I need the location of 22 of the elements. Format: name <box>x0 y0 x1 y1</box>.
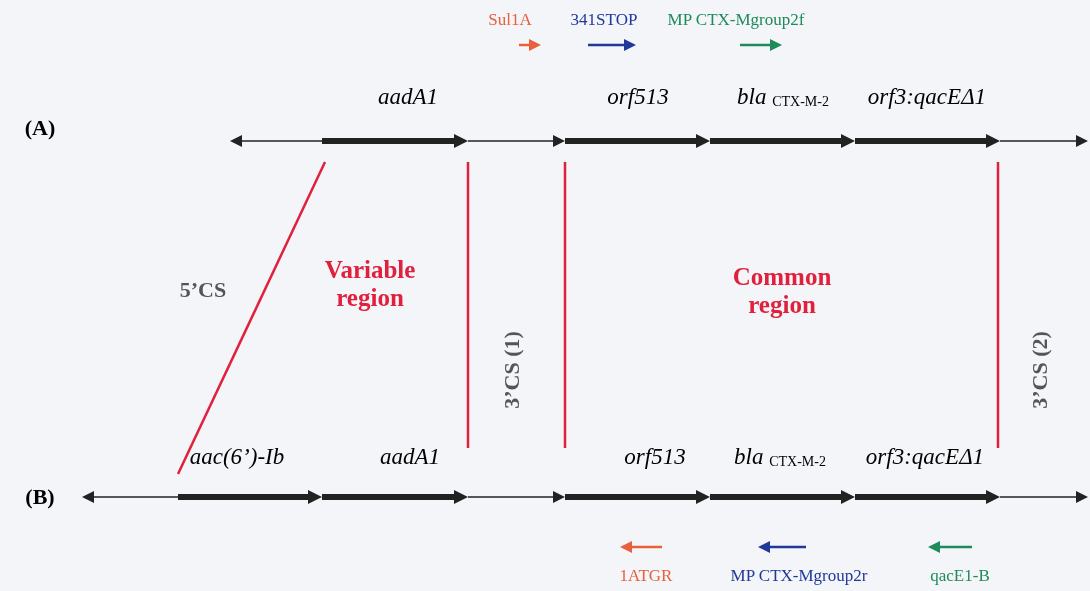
gene-name: orf513 <box>607 84 669 110</box>
region-label: 3’CS (2) <box>1027 331 1053 409</box>
primer-name: 1ATGR <box>619 566 673 586</box>
region-label: Variable region <box>323 255 417 311</box>
gene-name: orf3:qacEΔ1 <box>865 444 985 470</box>
primer-name: MP CTX-Mgroup2r <box>730 566 868 586</box>
primer-name: Sul1A <box>488 10 532 30</box>
gene-name: aadA1 <box>377 84 439 110</box>
region-label: 5’CS <box>179 277 227 303</box>
region-label: 3’CS (1) <box>499 331 525 409</box>
panel-label: (B) <box>25 484 55 510</box>
primer-name: 341STOP <box>570 10 638 30</box>
gene-name: aadA1 <box>379 444 441 470</box>
gene-name: orf513 <box>624 444 686 470</box>
gene-name: aac(6’)-Ib <box>189 444 285 470</box>
gene-name: bla $_{CTX-M-2}$ <box>734 444 826 470</box>
panel-label: (A) <box>24 115 56 141</box>
primer-name: qacE1-B <box>930 566 990 586</box>
region-label: Common region <box>731 262 833 318</box>
gene-name: orf3:qacEΔ1 <box>867 84 987 110</box>
primer-name: MP CTX-Mgroup2f <box>667 10 805 30</box>
gene-name: bla $_{CTX-M-2}$ <box>737 84 829 110</box>
